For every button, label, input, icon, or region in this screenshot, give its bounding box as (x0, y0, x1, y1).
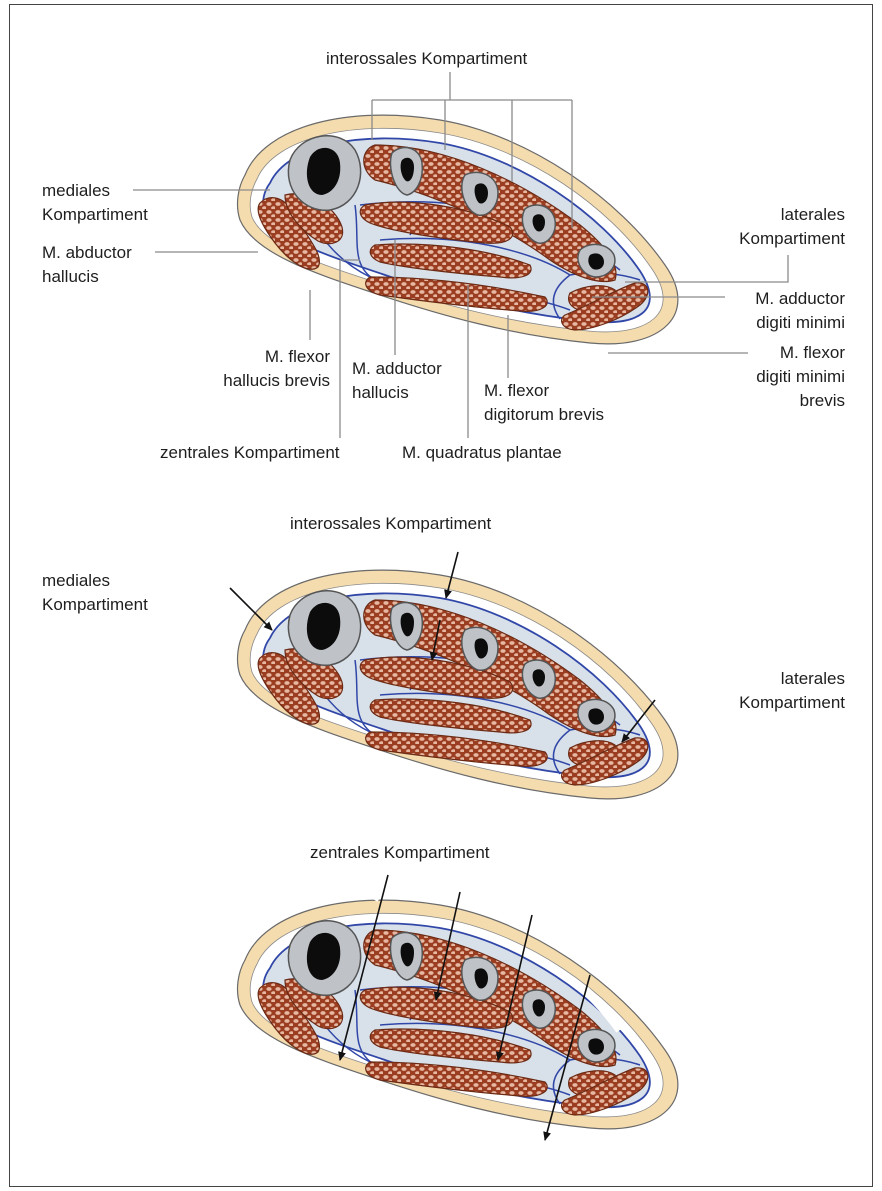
label-interosseous: interossales Kompartiment (290, 514, 492, 533)
label-interosseous: interossales Kompartiment (326, 49, 528, 68)
label-lateral-2: Kompartiment (739, 693, 845, 712)
panel-3-central-compartment: zentrales Kompartiment (238, 843, 678, 1140)
label-abductor-hallucis-2: hallucis (42, 267, 99, 286)
label-central: zentrales Kompartiment (310, 843, 490, 862)
label-adductor-h-2: hallucis (352, 383, 409, 402)
label-flexor-dmb-3: brevis (800, 391, 845, 410)
label-flexor-hb-2: hallucis brevis (223, 371, 330, 390)
label-quadratus-plantae: M. quadratus plantae (402, 443, 562, 462)
label-medial-2: Kompartiment (42, 595, 148, 614)
label-flexor-db-2: digitorum brevis (484, 405, 604, 424)
label-abductor-hallucis-1: M. abductor (42, 243, 132, 262)
label-adductor-dm-2: digiti minimi (756, 313, 845, 332)
label-adductor-h-1: M. adductor (352, 359, 442, 378)
label-central: zentrales Kompartiment (160, 443, 340, 462)
label-medial-2: Kompartiment (42, 205, 148, 224)
label-flexor-dmb-1: M. flexor (780, 343, 846, 362)
label-lateral-2: Kompartiment (739, 229, 845, 248)
label-medial-1: mediales (42, 571, 110, 590)
label-lateral-1: laterales (781, 205, 845, 224)
label-flexor-dmb-2: digiti minimi (756, 367, 845, 386)
label-flexor-hb-1: M. flexor (265, 347, 331, 366)
label-lateral-1: laterales (781, 669, 845, 688)
panel-1-labeled-section: interossales Kompartiment mediales Kompa… (42, 49, 845, 462)
label-flexor-db-1: M. flexor (484, 381, 550, 400)
panel-2-compartment-arrows: interossales Kompartiment mediales Kompa… (42, 514, 845, 799)
label-medial-1: mediales (42, 181, 110, 200)
label-adductor-dm-1: M. adductor (755, 289, 845, 308)
